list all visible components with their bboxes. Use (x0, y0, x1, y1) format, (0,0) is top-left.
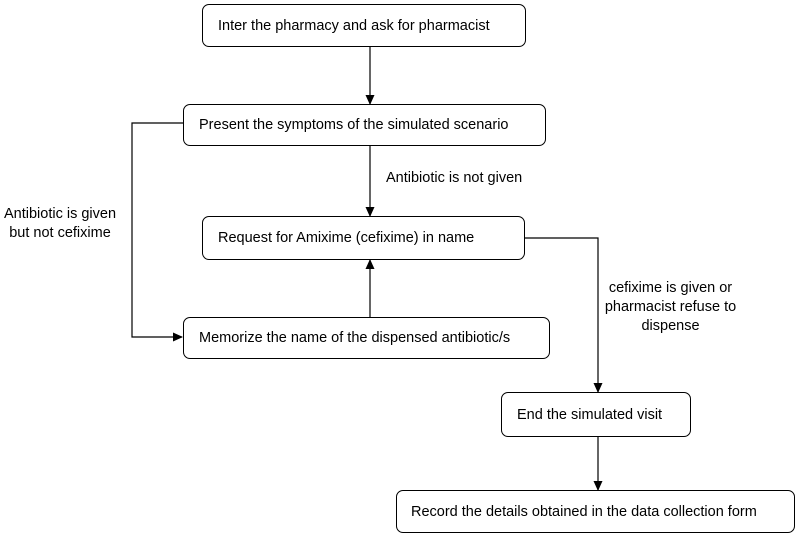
label-antibiotic-given-line2: but not cefixime (9, 225, 111, 241)
label-cefixime-given-line2: pharmacist refuse to (604, 299, 737, 315)
label-antibiotic-given-not-cefixime: Antibiotic is given but not cefixime (2, 205, 118, 243)
step-request-amixime: Request for Amixime (cefixime) in name (202, 216, 525, 260)
step-memorize-name: Memorize the name of the dispensed antib… (183, 317, 550, 359)
step-memorize-name-text: Memorize the name of the dispensed antib… (199, 330, 511, 346)
step-record-details: Record the details obtained in the data … (396, 490, 795, 533)
label-cefixime-given-or-refuse: cefixime is given or pharmacist refuse t… (598, 279, 743, 336)
step-enter-pharmacy: Inter the pharmacy and ask for pharmacis… (202, 4, 526, 47)
label-antibiotic-not-given-text: Antibiotic is not given (386, 170, 523, 186)
step-present-symptoms: Present the symptoms of the simulated sc… (183, 104, 546, 146)
label-cefixime-given-line3: dispense (641, 318, 700, 334)
label-antibiotic-given-line1: Antibiotic is given (3, 206, 117, 222)
arrow-request-to-end (525, 237, 603, 393)
step-enter-pharmacy-text: Inter the pharmacy and ask for pharmacis… (218, 17, 490, 34)
step-record-details-text: Record the details obtained in the data … (411, 503, 757, 520)
step-end-visit-text: End the simulated visit (517, 406, 663, 423)
label-cefixime-given-line1: cefixime is given or (608, 280, 733, 296)
label-antibiotic-not-given: Antibiotic is not given (386, 169, 522, 188)
step-end-visit: End the simulated visit (501, 392, 691, 437)
step-present-symptoms-text: Present the symptoms of the simulated sc… (199, 117, 509, 133)
arrow-present-to-memorize (131, 122, 183, 342)
step-request-amixime-text: Request for Amixime (cefixime) in name (218, 230, 475, 246)
